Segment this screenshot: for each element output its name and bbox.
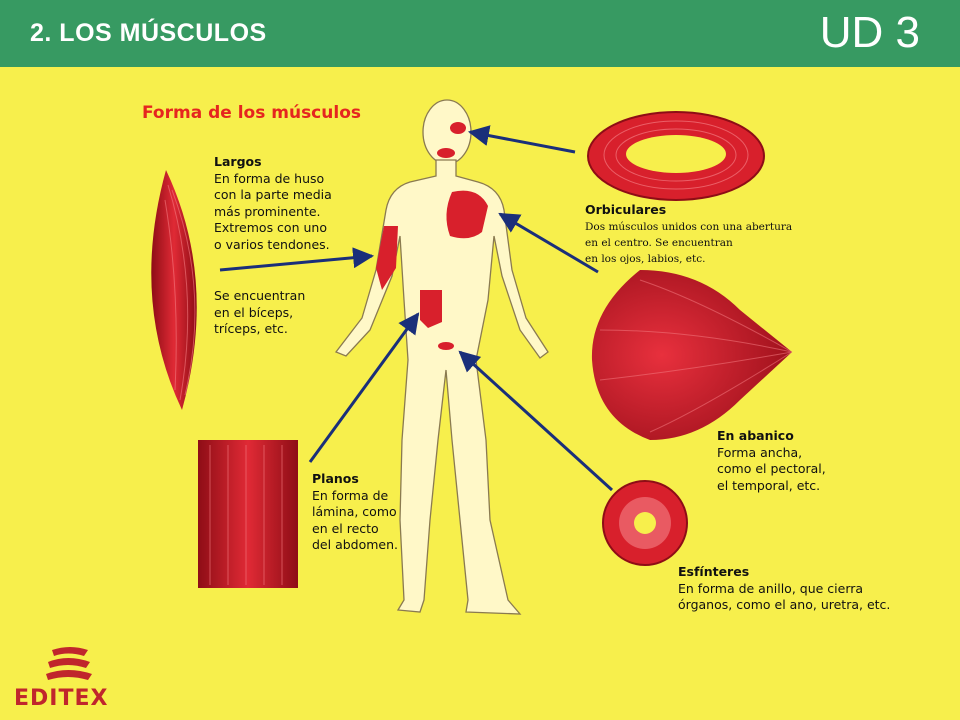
orbiculares-line: en el centro. Se encuentran (585, 236, 733, 249)
planos-line: lámina, como (312, 504, 397, 519)
esfinteres-name: Esfínteres (678, 564, 750, 579)
esfinteres-line: En forma de anillo, que cierra (678, 580, 864, 596)
biceps-highlight (376, 226, 398, 290)
largos-description: Largos En forma de huso con la parte med… (214, 154, 332, 253)
unit-label: UD 3 (819, 8, 920, 57)
abanico-description: En abanico Forma ancha, como el pectoral… (717, 428, 826, 494)
book-stack-icon (46, 647, 92, 680)
long-muscle-image (151, 170, 197, 410)
sphincter-highlight (438, 342, 454, 350)
planos-line: en el recto (312, 520, 379, 536)
orbiculares-description: Orbiculares Dos músculos unidos con una … (585, 202, 792, 267)
abanico-line: como el pectoral, (717, 461, 826, 476)
largos-location-line: tríceps, etc. (214, 321, 288, 336)
planos-line: del abdomen. (312, 537, 399, 552)
header-bar: 2. LOS MÚSCULOS UD 3 (0, 0, 960, 67)
largos-location: Se encuentran en el bíceps, tríceps, etc… (214, 288, 305, 338)
largos-line: más prominente. (214, 203, 321, 219)
orbiculares-name: Orbiculares (585, 202, 667, 217)
lip-muscle-highlight (437, 148, 455, 158)
pointer-arrows (219, 125, 614, 492)
planos-name: Planos (312, 471, 359, 486)
abanico-line: el temporal, etc. (717, 477, 821, 493)
abanico-line: Forma ancha, (717, 444, 803, 460)
editex-logo-text: EDITEX (14, 686, 109, 711)
largos-line: o varios tendones. (214, 236, 330, 252)
editex-logo: EDITEX (14, 640, 134, 715)
orbiculares-line: Dos músculos unidos con una abertura (585, 220, 793, 233)
largos-line: con la parte media (214, 187, 332, 202)
largos-location-line: en el bíceps, (214, 304, 294, 320)
esfinteres-line: órganos, como el ano, uretra, etc. (678, 597, 891, 612)
eye-muscle-highlight (450, 122, 466, 134)
esfinteres-description: Esfínteres En forma de anillo, que cierr… (678, 564, 890, 614)
largos-name: Largos (214, 154, 262, 169)
orbiculares-line: en los ojos, labios, etc. (585, 252, 706, 265)
largos-location-line: Se encuentran (214, 288, 306, 303)
planos-description: Planos En forma de lámina, como en el re… (312, 471, 398, 554)
abdomen-highlight (420, 290, 442, 328)
pectoral-highlight (446, 190, 488, 239)
fan-muscle-image (591, 270, 792, 440)
largos-line: Extremos con uno (214, 220, 327, 235)
section-title: 2. LOS MÚSCULOS (30, 19, 267, 47)
abanico-name: En abanico (717, 428, 794, 443)
planos-line: En forma de (312, 487, 389, 503)
flat-muscle-image (198, 440, 298, 588)
largos-line: En forma de huso (214, 170, 325, 186)
figure-title: Forma de los músculos (142, 103, 361, 123)
